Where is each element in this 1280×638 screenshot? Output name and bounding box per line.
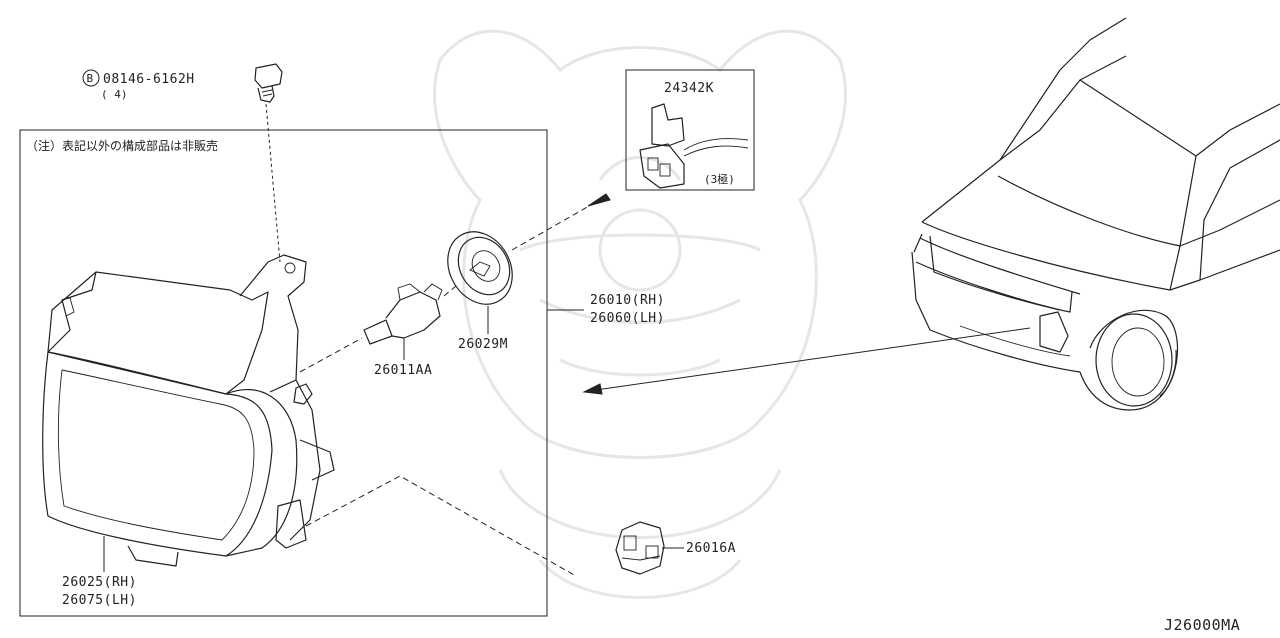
label-socket: 26029M [458,337,508,352]
diagram-code: J26000MA [1164,616,1240,634]
inset-pin-count: (3極) [704,172,735,186]
not-sold-note: （注）表記以外の構成部品は非販売 [26,138,218,153]
connector-guide-line [305,475,577,577]
label-connector: 26016A [686,541,736,556]
bolt-part-number: 08146-6162H [103,72,195,87]
bolt-symbol: B [87,72,94,85]
bulb-guide-line [299,337,363,373]
label-lamp-lh: 26075(LH) [62,593,137,608]
socket-cover-26029M [447,231,513,305]
vehicle-illustration [911,17,1280,411]
label-assembly-lh: 26060(LH) [590,311,665,326]
assembly-frame [19,129,548,617]
bolt-08146 [254,63,283,103]
bolt-quantity: ( 4) [101,88,128,101]
bolt-label: B 08146-6162H ( 4) [82,69,195,101]
bulb-26011AA [363,283,443,345]
vehicle-pointer-line [595,327,1031,391]
label-assembly-rh: 26010(RH) [590,293,665,308]
inset-part-number: 24342K [664,81,714,96]
socket-guide-line [443,285,457,297]
harness-connector-24342K [639,103,749,189]
label-bulb: 26011AA [374,363,432,378]
vehicle-pointer-arrowhead [582,383,603,395]
b-symbol-circle [82,69,100,87]
connector-26016A [615,521,665,575]
inset-box [625,69,755,191]
bolt-guide-line [265,103,281,263]
label-lamp-rh: 26025(RH) [62,575,137,590]
inset-guide-line [511,201,597,251]
headlamp-assembly [42,254,335,567]
